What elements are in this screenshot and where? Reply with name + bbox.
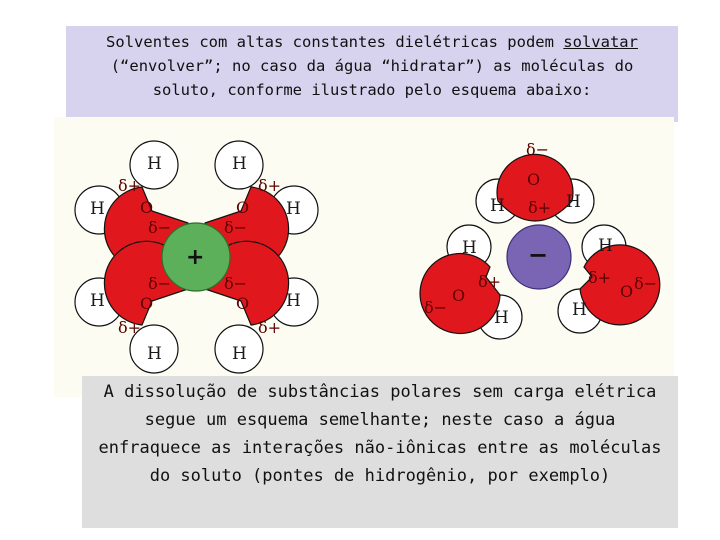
header-text-end: (“envolver”; no caso da água “hidratar”)… <box>110 57 634 99</box>
o-label: O <box>140 198 153 217</box>
water-molecule-top-left: H H O δ+ δ− <box>74 140 189 272</box>
o-label: O <box>140 294 153 313</box>
delta-plus-label: δ+ <box>588 268 611 287</box>
hydration-diagram: H H O δ+ δ− H H O δ+ δ− H H O δ− δ+ <box>54 117 674 397</box>
h-label: H <box>286 199 301 219</box>
delta-minus-label: δ− <box>148 274 171 293</box>
o-label: O <box>620 282 633 301</box>
o-label: O <box>527 170 540 189</box>
h-label: H <box>286 291 301 311</box>
header-underlined-word: solvatar <box>563 33 638 51</box>
anion-sign: − <box>528 241 548 269</box>
water-molecule-anion-bottom-left: H H O δ+ δ− <box>419 224 523 340</box>
header-text-start: Solventes com altas constantes dielétric… <box>106 33 564 51</box>
delta-minus-label: δ− <box>224 274 247 293</box>
delta-minus-label: δ− <box>148 218 171 237</box>
o-label: O <box>236 198 249 217</box>
delta-minus-label: δ− <box>526 140 549 159</box>
delta-plus-label: δ+ <box>118 176 141 195</box>
delta-plus-label: δ+ <box>258 176 281 195</box>
anion-ion: − <box>506 224 572 290</box>
cation-ion: + <box>161 222 231 292</box>
h-label: H <box>90 291 105 311</box>
h-label: H <box>232 154 247 174</box>
h-label: H <box>598 236 613 256</box>
water-molecule-anion-top: H H O δ− δ+ <box>475 140 595 224</box>
h-label: H <box>232 344 247 364</box>
delta-plus-label: δ+ <box>258 318 281 337</box>
delta-minus-label: δ− <box>424 298 447 317</box>
delta-plus-label: δ+ <box>478 272 501 291</box>
h-label: H <box>147 154 162 174</box>
delta-plus-label: δ+ <box>118 318 141 337</box>
h-label: H <box>566 192 581 212</box>
h-label: H <box>494 308 509 328</box>
o-label: O <box>236 294 249 313</box>
h-label: H <box>490 196 505 216</box>
h-label: H <box>462 238 477 258</box>
h-label: H <box>90 199 105 219</box>
delta-minus-label: δ− <box>634 274 657 293</box>
h-label: H <box>147 344 162 364</box>
h-label: H <box>572 300 587 320</box>
hydration-diagram-svg: H H O δ+ δ− H H O δ+ δ− H H O δ− δ+ <box>74 140 661 374</box>
water-molecule-anion-bottom-right: H H O δ+ δ− <box>557 224 661 334</box>
footer-text-box: A dissolução de substâncias polares sem … <box>82 376 678 528</box>
delta-plus-label: δ+ <box>528 198 551 217</box>
footer-text: A dissolução de substâncias polares sem … <box>98 382 662 486</box>
cation-sign: + <box>186 245 204 270</box>
o-label: O <box>452 286 465 305</box>
delta-minus-label: δ− <box>224 218 247 237</box>
header-text-box: Solventes com altas constantes dielétric… <box>66 26 678 122</box>
